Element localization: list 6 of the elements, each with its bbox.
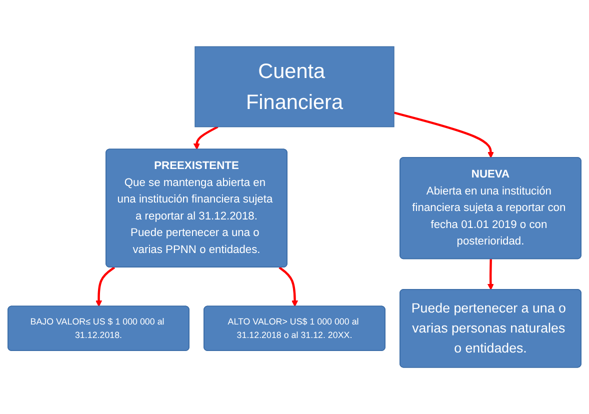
node-box: Cuenta Financiera [194, 46, 394, 128]
arrow [394, 112, 494, 158]
arrow [193, 126, 218, 150]
arrow [278, 266, 298, 307]
arrow [96, 266, 116, 307]
arrow [487, 259, 494, 290]
